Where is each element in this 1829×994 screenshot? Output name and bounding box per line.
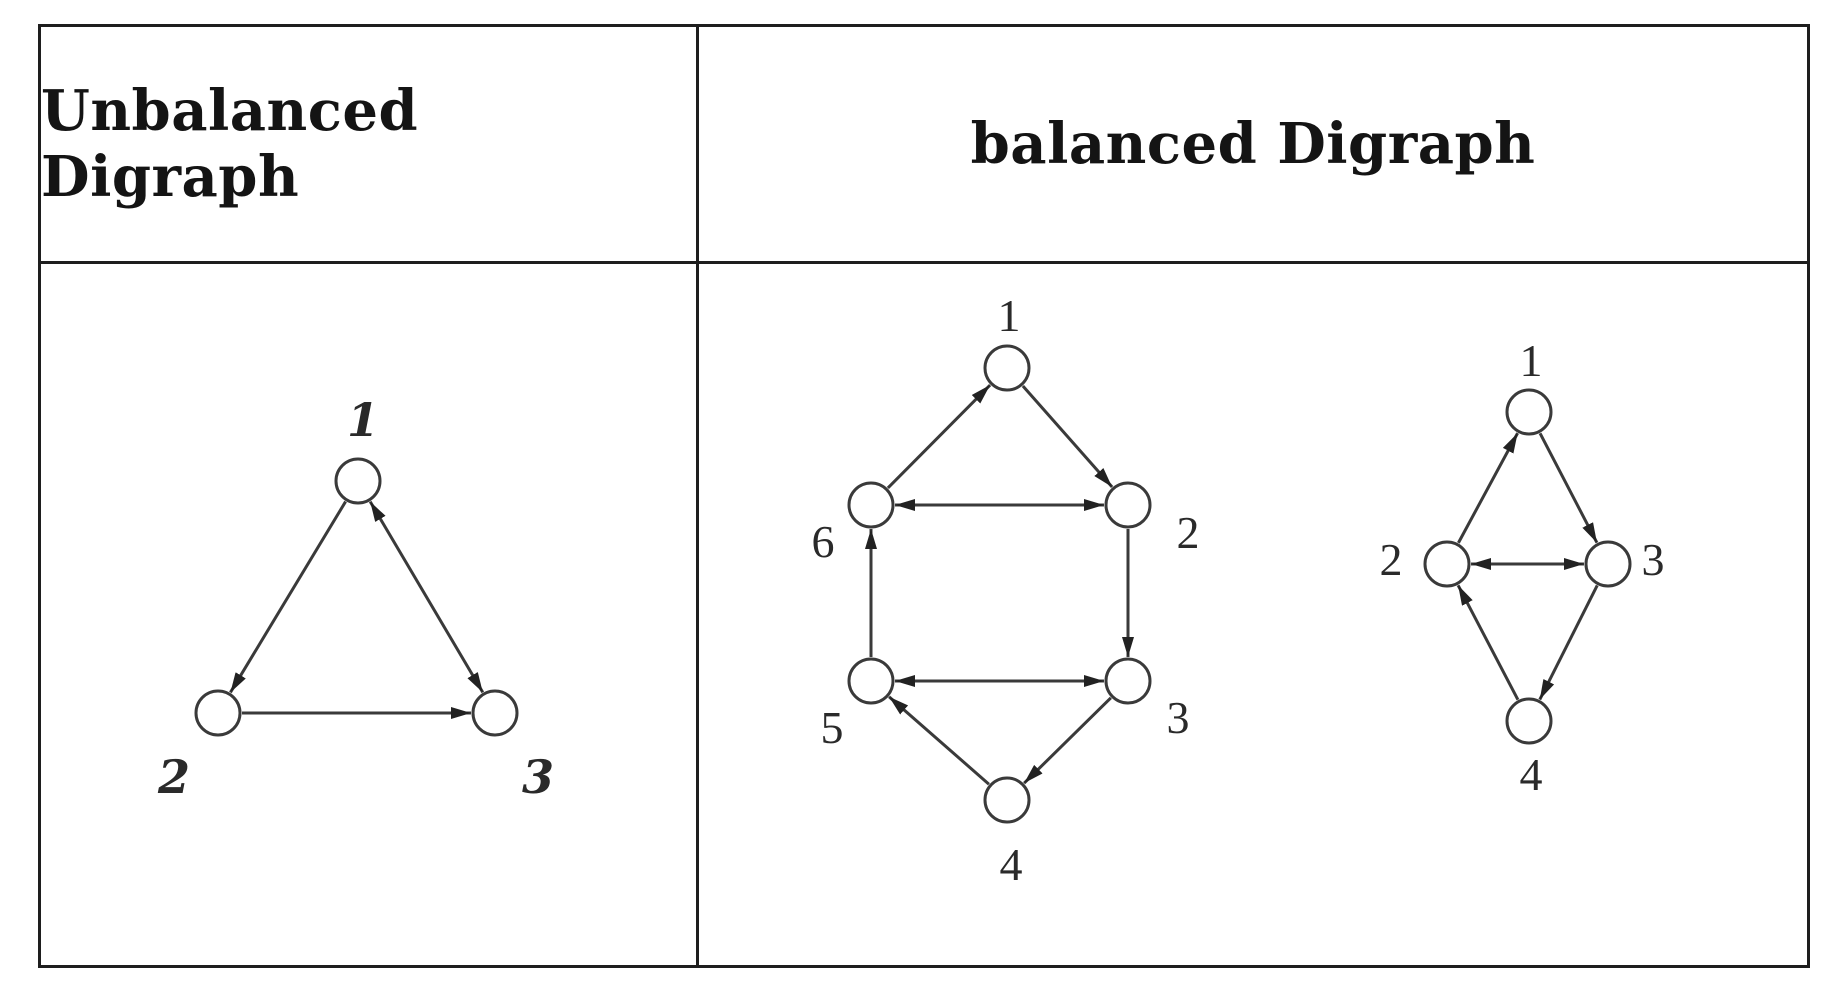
balanced_six-node-4 xyxy=(983,776,1031,824)
balanced_four-node-4 xyxy=(1505,697,1553,745)
header-balanced-digraph: balanced Digraph xyxy=(970,111,1536,177)
balanced_six-node-5 xyxy=(847,657,895,705)
balanced_six-node-label-1: 1 xyxy=(998,290,1021,341)
balanced_six-node-2 xyxy=(1104,481,1152,529)
balanced_six-node-1 xyxy=(983,344,1031,392)
balanced_four-node-3 xyxy=(1584,540,1632,588)
balanced_four-node-label-1: 1 xyxy=(1520,335,1543,386)
balanced_four-edge-4-2 xyxy=(1456,584,1520,701)
balanced_four-node-1 xyxy=(1505,388,1553,436)
unbalanced-node-label-3: 3 xyxy=(522,750,554,804)
unbalanced-node-label-2: 2 xyxy=(157,750,190,804)
balanced_four-node-label-3: 3 xyxy=(1642,534,1665,585)
unbalanced-node-2 xyxy=(194,689,242,737)
balanced_six-node-label-2: 2 xyxy=(1177,507,1200,558)
balanced_six-node-label-6: 6 xyxy=(812,516,835,567)
balanced_four-node-label-2: 2 xyxy=(1380,534,1403,585)
column-divider xyxy=(696,24,699,968)
unbalanced-node-1 xyxy=(334,457,382,505)
balanced_six-node-label-3: 3 xyxy=(1167,692,1190,743)
header-row-divider xyxy=(38,261,1810,264)
unbalanced-node-3 xyxy=(471,689,519,737)
balanced_four-node-label-4: 4 xyxy=(1520,749,1543,800)
unbalanced-edge-1-3 xyxy=(368,500,485,694)
balanced_six-node-3 xyxy=(1104,657,1152,705)
unbalanced-node-label-1: 1 xyxy=(347,393,379,447)
balanced_six-edge-3-4 xyxy=(1023,696,1112,785)
balanced_six-node-6 xyxy=(847,481,895,529)
header-unbalanced-digraph: Unbalanced Digraph xyxy=(41,78,419,210)
balanced_six-node-label-4: 4 xyxy=(1000,839,1023,890)
unbalanced-edge-1-2 xyxy=(229,500,347,694)
balanced_four-edge-3-4 xyxy=(1538,584,1599,701)
balanced_four-node-2 xyxy=(1423,540,1471,588)
balanced_six-edge-6-1 xyxy=(886,383,992,490)
balanced_four-edge-2-1 xyxy=(1457,432,1519,544)
comparison-table xyxy=(38,24,1810,968)
balanced_six-edge-4-5 xyxy=(888,695,990,786)
balanced_six-node-label-5: 5 xyxy=(821,702,844,753)
balanced_six-edge-1-2 xyxy=(1021,384,1114,489)
balanced_four-edge-1-3 xyxy=(1538,432,1599,544)
